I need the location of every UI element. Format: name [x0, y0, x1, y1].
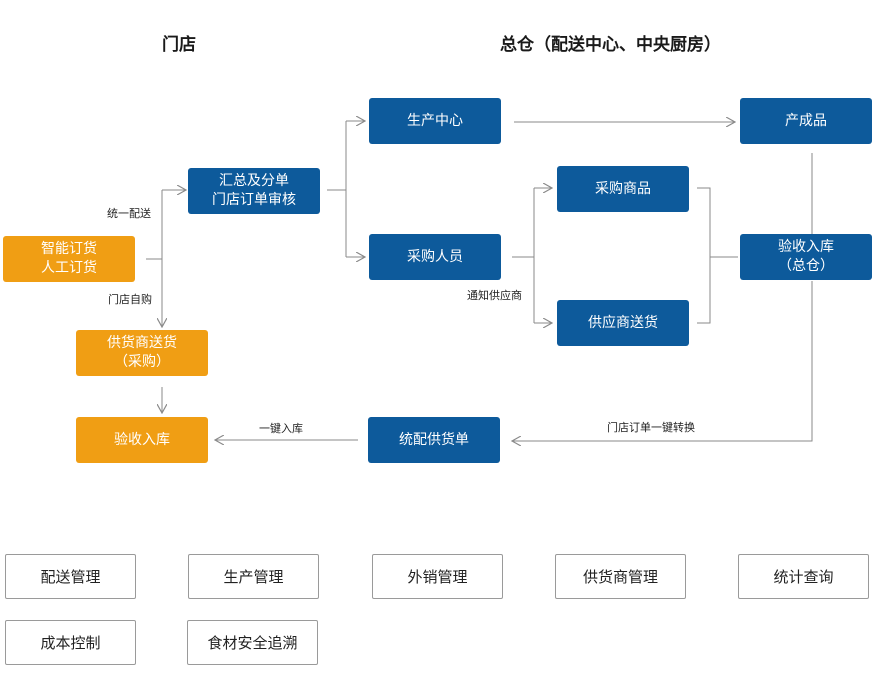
node-store-receipt-line1: 验收入库	[114, 431, 170, 448]
node-distribution-order: 统配供货单	[368, 417, 500, 463]
node-distribution-order-line1: 统配供货单	[399, 431, 469, 448]
node-smart-order-line1: 智能订货	[41, 241, 97, 257]
node-production-center: 生产中心	[369, 98, 501, 144]
node-finished-goods: 产成品	[740, 98, 872, 144]
node-warehouse-receipt-line1: 验收入库	[778, 239, 834, 255]
node-finished-goods-line1: 产成品	[785, 112, 827, 129]
node-purchase-goods: 采购商品	[557, 166, 689, 212]
store-header: 门店	[162, 35, 196, 55]
node-supplier-delivery-line1: 供应商送货	[588, 314, 658, 331]
node-warehouse-receipt-line2: （总仓）	[778, 258, 834, 274]
node-supplier-delivery-store-line2: （采购）	[114, 354, 170, 370]
node-purchase-goods-line1: 采购商品	[595, 180, 651, 197]
connector-merge	[697, 187, 711, 324]
module-external-sales-management[interactable]: 外销管理	[372, 554, 503, 599]
label-notify-supplier: 通知供应商	[466, 289, 523, 303]
node-production-center-line1: 生产中心	[407, 112, 463, 129]
module-supplier-management[interactable]: 供货商管理	[555, 554, 686, 599]
warehouse-header: 总仓（配送中心、中央厨房）	[500, 35, 721, 55]
node-warehouse-receipt: 验收入库 （总仓）	[740, 234, 872, 280]
module-production-management[interactable]: 生产管理	[188, 554, 319, 599]
node-purchaser-line1: 采购人员	[407, 248, 463, 265]
node-summary-split: 汇总及分单 门店订单审核	[188, 168, 320, 214]
node-smart-order: 智能订货 人工订货	[3, 236, 135, 282]
node-purchaser: 采购人员	[369, 234, 501, 280]
label-unified-distribution: 统一配送	[106, 207, 152, 221]
node-supplier-delivery: 供应商送货	[557, 300, 689, 346]
label-store-self-purchase: 门店自购	[107, 293, 153, 307]
module-statistics-query[interactable]: 统计查询	[738, 554, 869, 599]
node-store-receipt: 验收入库	[76, 417, 208, 463]
label-one-click-convert: 门店订单一键转换	[606, 421, 696, 435]
node-smart-order-line2: 人工订货	[41, 260, 97, 276]
module-food-safety-traceability[interactable]: 食材安全追溯	[187, 620, 318, 665]
connector-receipt-to-order	[513, 281, 813, 442]
module-distribution-management[interactable]: 配送管理	[5, 554, 136, 599]
node-supplier-delivery-store-line1: 供货商送货	[107, 335, 177, 351]
node-supplier-delivery-store: 供货商送货 （采购）	[76, 330, 208, 376]
module-cost-control[interactable]: 成本控制	[5, 620, 136, 665]
node-summary-split-line1: 汇总及分单	[219, 173, 289, 189]
node-summary-split-line2: 门店订单审核	[212, 192, 296, 208]
label-one-click-store: 一键入库	[258, 422, 304, 436]
